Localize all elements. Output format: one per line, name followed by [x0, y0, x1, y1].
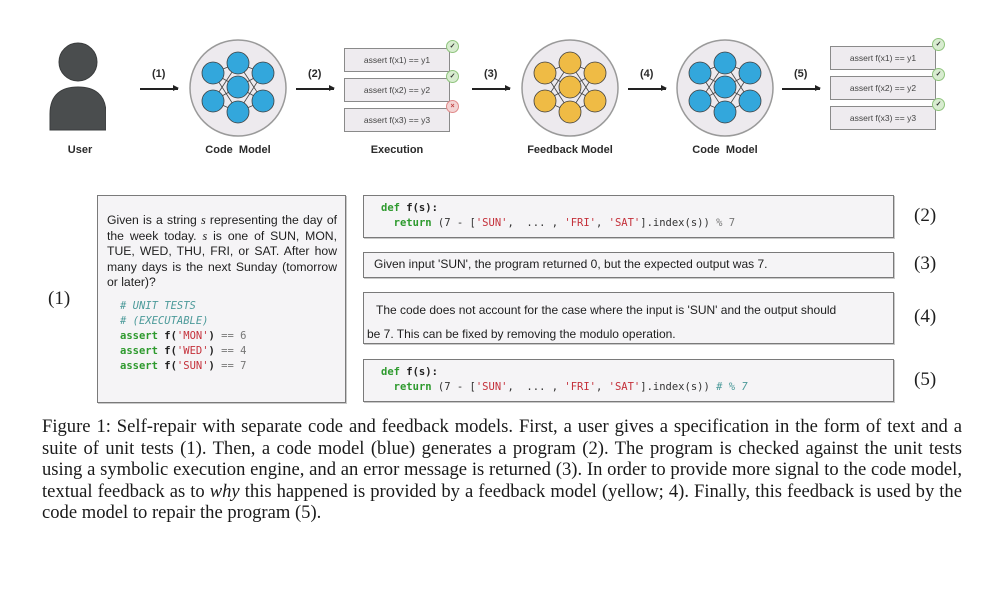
arrow-step-2: [296, 85, 335, 91]
execution-test-3: assert f(x3) == y3: [344, 108, 450, 132]
pass-check-icon: ✓: [932, 98, 945, 111]
network-neuron: [688, 61, 712, 85]
network-neuron: [713, 75, 737, 99]
panel-number-2: (2): [914, 205, 937, 226]
network-neuron: [226, 100, 250, 124]
final-test-3: assert f(x3) == y3: [830, 106, 936, 130]
neural-network-icon: [521, 39, 619, 137]
network-neuron: [533, 89, 557, 113]
final-test-2: assert f(x2) == y2: [830, 76, 936, 100]
specification-panel: Given is a string s representing the day…: [97, 195, 346, 403]
network-neuron: [713, 100, 737, 124]
unit-tests-code: # UNIT TESTS # (EXECUTABLE) assert f('MO…: [120, 299, 247, 372]
figure-caption: Figure 1: Self-repair with separate code…: [42, 416, 962, 524]
step-label-3: (3): [484, 68, 498, 80]
repaired-program-code: def f(s): return (7 - ['SUN', ... , 'FRI…: [381, 366, 748, 393]
neural-network-icon: [676, 39, 774, 137]
network-neuron: [738, 61, 762, 85]
network-neuron: [201, 61, 225, 85]
panel-number-1: (1): [48, 288, 71, 309]
panel-number-5: (5): [914, 369, 937, 390]
execution-test-2: assert f(x2) == y2: [344, 78, 450, 102]
network-neuron: [201, 89, 225, 113]
network-neuron: [583, 61, 607, 85]
final-test-1: assert f(x1) == y1: [830, 46, 936, 70]
arrow-step-4: [628, 85, 667, 91]
unit-test-line: assert f('SUN') == 7: [120, 359, 247, 372]
pass-check-icon: ✓: [932, 68, 945, 81]
network-neuron: [738, 89, 762, 113]
network-neuron: [226, 51, 250, 75]
step-label-5: (5): [794, 68, 808, 80]
step-label-2: (2): [308, 68, 322, 80]
unit-test-line: assert f('MON') == 6: [120, 329, 247, 342]
unit-test-line: assert f('WED') == 4: [120, 344, 247, 357]
node-label-user: User: [67, 144, 93, 156]
pass-check-icon: ✓: [446, 40, 459, 53]
execution-test-1: assert f(x1) == y1: [344, 48, 450, 72]
pass-check-icon: ✓: [446, 70, 459, 83]
pass-check-icon: ✓: [932, 38, 945, 51]
network-neuron: [558, 100, 582, 124]
neural-network-icon: [189, 39, 287, 137]
error-message-text: Given input 'SUN', the program returned …: [374, 257, 768, 271]
feedback-panel: The code does not account for the case w…: [363, 292, 894, 344]
step-label-4: (4): [640, 68, 654, 80]
panel-number-4: (4): [914, 306, 937, 327]
specification-text: Given is a string s representing the day…: [107, 213, 337, 289]
network-neuron: [558, 51, 582, 75]
arrow-step-5: [782, 85, 821, 91]
network-neuron: [251, 89, 275, 113]
network-neuron: [226, 75, 250, 99]
panel-number-3: (3): [914, 253, 937, 274]
feedback-text: The code does not account for the case w…: [367, 303, 837, 341]
network-neuron: [251, 61, 275, 85]
node-label-feedback-model: Feedback Model: [527, 144, 613, 156]
repaired-program-panel: def f(s): return (7 - ['SUN', ... , 'FRI…: [363, 359, 894, 402]
error-message-panel: Given input 'SUN', the program returned …: [363, 252, 894, 278]
node-label-code-model: Code Model: [205, 144, 271, 156]
network-neuron: [533, 61, 557, 85]
network-neuron: [583, 89, 607, 113]
arrow-step-3: [472, 85, 511, 91]
node-label-code-model-repair: Code Model: [692, 144, 758, 156]
network-neuron: [713, 51, 737, 75]
network-neuron: [558, 75, 582, 99]
step-label-1: (1): [152, 68, 166, 80]
program-panel: def f(s): return (7 - ['SUN', ... , 'FRI…: [363, 195, 894, 238]
node-label-execution: Execution: [370, 144, 424, 156]
fail-cross-icon: ×: [446, 100, 459, 113]
network-neuron: [688, 89, 712, 113]
program-code: def f(s): return (7 - ['SUN', ... , 'FRI…: [381, 202, 736, 229]
arrow-step-1: [140, 85, 179, 91]
user-silhouette-icon: [49, 42, 106, 131]
